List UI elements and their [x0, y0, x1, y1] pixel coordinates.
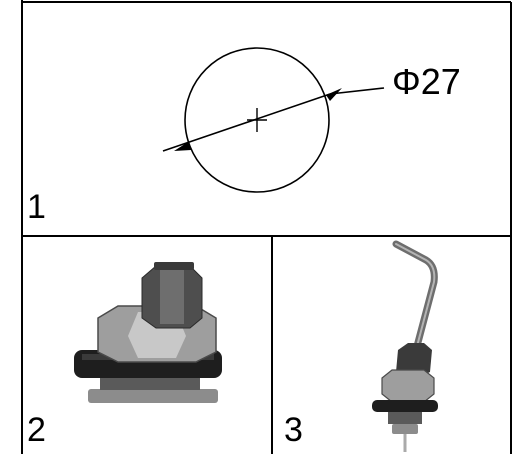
step-number-2: 2	[27, 411, 46, 449]
pipe-assembly-image	[372, 240, 438, 452]
hole-diagram	[162, 47, 385, 193]
fitting-assembly-image	[74, 262, 222, 403]
panel-borders	[21, 0, 512, 454]
step-number-1: 1	[27, 188, 46, 226]
diameter-dimension-label: Φ27	[392, 61, 461, 102]
diameter-arrow-right	[326, 88, 342, 101]
diameter-line	[162, 93, 331, 152]
diameter-arrow-left	[174, 142, 191, 151]
hole-circle	[184, 47, 330, 193]
dimension-leader	[329, 87, 385, 95]
step-number-3: 3	[284, 411, 303, 449]
